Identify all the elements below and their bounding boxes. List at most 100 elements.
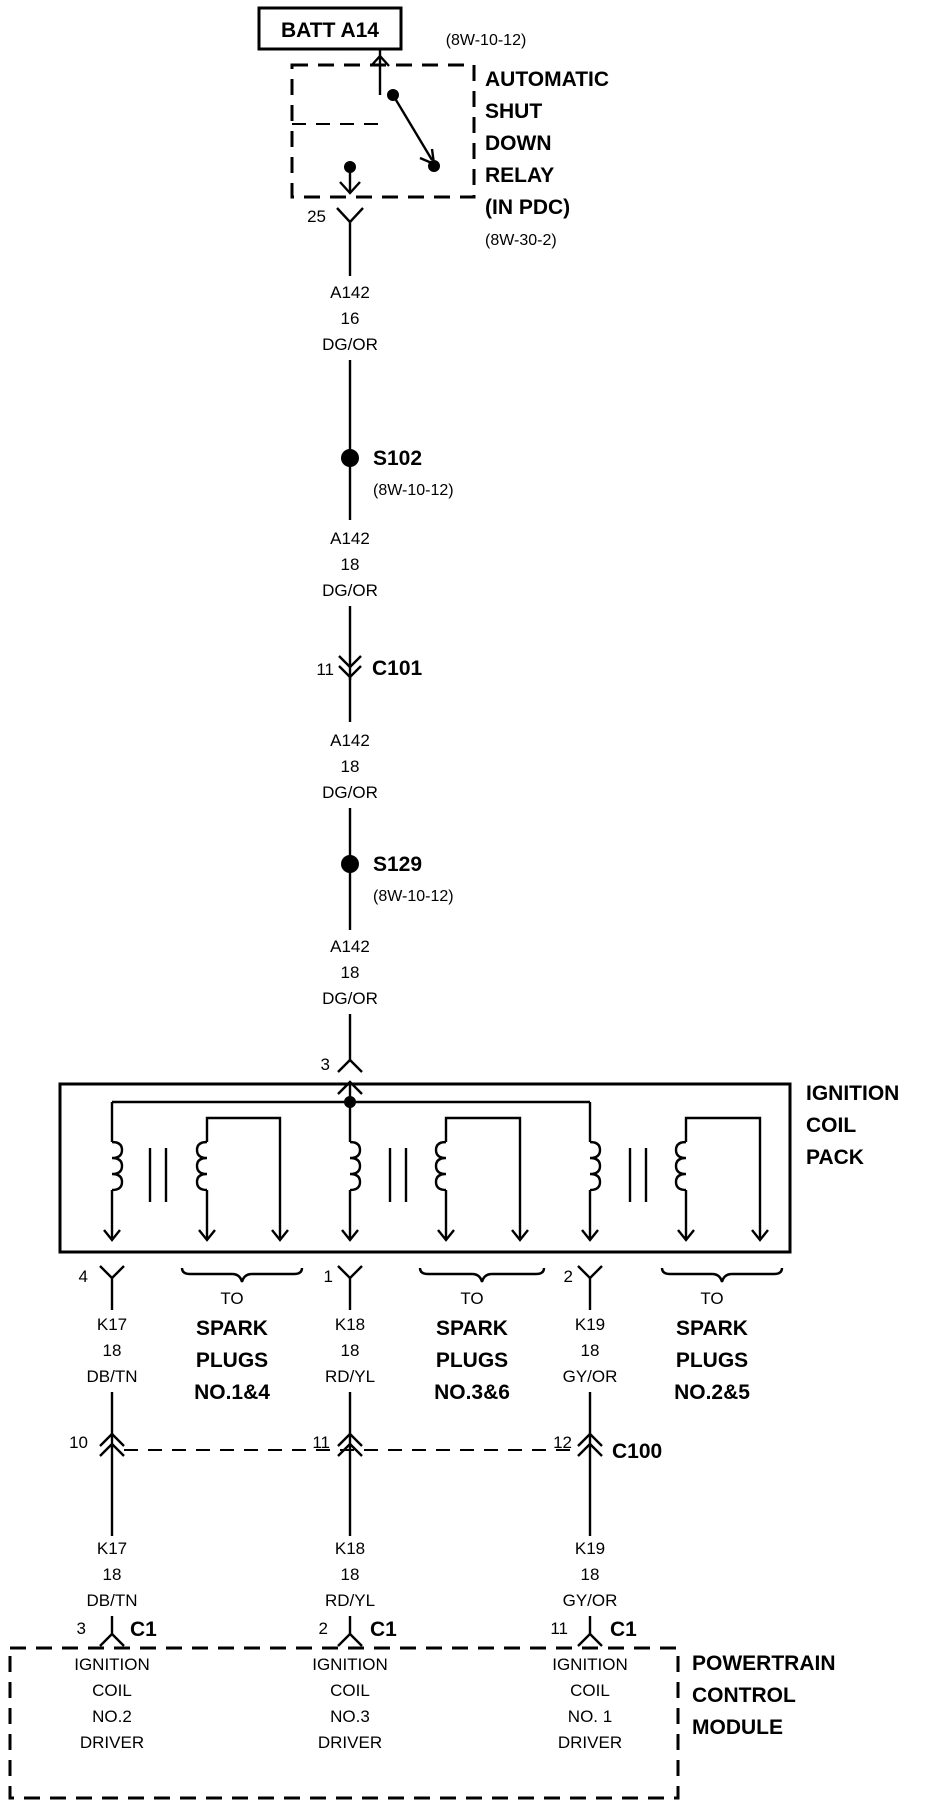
out1-pin: 4 (79, 1267, 88, 1286)
seg1-gauge: 16 (341, 309, 360, 328)
wire-label-seg4: A142 18 DG/OR (322, 937, 378, 1008)
secondary-coil-1 (195, 1140, 208, 1192)
c1-pin-11: 11 (550, 1619, 568, 1638)
out3-circuit: K19 (575, 1315, 605, 1334)
spark2-line3: NO.3&6 (434, 1381, 510, 1404)
pcm-label: POWERTRAIN CONTROL MODULE (692, 1652, 836, 1739)
output-column-3: 2 K19 18 GY/OR 12 C100 K19 18 GY/OR 11 C… (550, 1265, 662, 1647)
c100-label: C100 (612, 1440, 662, 1463)
out3-gauge: 18 (581, 1341, 600, 1360)
seg4-circuit: A142 (330, 937, 370, 956)
relay-switch-arm (391, 94, 434, 161)
out2-pin: 1 (324, 1267, 333, 1286)
driver3-line2: COIL (570, 1681, 610, 1700)
secondary-1-loop (205, 1116, 282, 1238)
secondary-2-arrow-b (511, 1229, 529, 1242)
c-pin25-connector (336, 207, 364, 224)
out2-gauge-2: 18 (341, 1565, 360, 1584)
out1-gauge: 18 (103, 1341, 122, 1360)
c100-pin12-upper (577, 1432, 603, 1447)
spark-plugs-group-3: TO SPARK PLUGS NO.2&5 (660, 1267, 784, 1404)
spark1-to: TO (220, 1289, 243, 1308)
driver3-line3: NO. 1 (568, 1707, 612, 1726)
secondary-2-arrow-a (437, 1229, 455, 1242)
out1-color-2: DB/TN (87, 1591, 138, 1610)
driver1-line3: NO.2 (92, 1707, 132, 1726)
output-column-2: 1 K18 18 RD/YL 11 K18 18 RD/YL 2 C1 (312, 1265, 397, 1647)
out2-color-2: RD/YL (325, 1591, 375, 1610)
spark2-line1: SPARK (436, 1317, 508, 1340)
asd-line-4: RELAY (485, 164, 554, 187)
spark3-line3: NO.2&5 (674, 1381, 750, 1404)
driver3-line4: DRIVER (558, 1733, 622, 1752)
wire-label-seg2: A142 18 DG/OR (322, 529, 378, 600)
pcm-line-3: MODULE (692, 1716, 783, 1739)
secondary-coil-2 (434, 1140, 447, 1192)
batt-ref: (8W-10-12) (446, 32, 527, 49)
driver-3-label: IGNITION COIL NO. 1 DRIVER (552, 1655, 628, 1752)
output-column-1: 4 K17 18 DB/TN 10 K17 18 DB/TN 3 C1 (69, 1265, 157, 1647)
out2-circuit-2: K18 (335, 1539, 365, 1558)
spark-brace-3 (660, 1267, 784, 1283)
asd-relay-label: AUTOMATIC SHUT DOWN RELAY (IN PDC) (8W-3… (485, 68, 609, 249)
seg3-gauge: 18 (341, 757, 360, 776)
driver2-line3: NO.3 (330, 1707, 370, 1726)
c100-pin-10: 10 (69, 1433, 88, 1452)
secondary-3-arrow-b (751, 1229, 769, 1242)
secondary-coil-3 (674, 1140, 687, 1192)
seg1-circuit: A142 (330, 283, 370, 302)
out2-connector (337, 1265, 363, 1280)
spark-plugs-group-2: TO SPARK PLUGS NO.3&6 (418, 1267, 546, 1404)
asd-line-2: SHUT (485, 100, 542, 123)
spark3-line1: SPARK (676, 1317, 748, 1340)
driver-2-label: IGNITION COIL NO.3 DRIVER (312, 1655, 388, 1752)
relay-contact-dot (428, 160, 440, 172)
c100-pin-12: 12 (553, 1433, 572, 1452)
c100-pin10-lower (99, 1442, 125, 1457)
asd-line-5: (IN PDC) (485, 196, 570, 219)
s102-ref: (8W-10-12) (373, 482, 454, 499)
out3-circuit-2: K19 (575, 1539, 605, 1558)
wire-label-seg1: A142 16 DG/OR (322, 283, 378, 354)
c101-connector-upper (338, 655, 362, 669)
seg2-color: DG/OR (322, 581, 378, 600)
out3-color-2: GY/OR (563, 1591, 618, 1610)
spark3-line2: PLUGS (676, 1349, 748, 1372)
out2-circuit: K18 (335, 1315, 365, 1334)
c1-pin-2: 2 (319, 1619, 328, 1638)
driver1-line1: IGNITION (74, 1655, 150, 1674)
relay-output-arrow (339, 181, 361, 195)
seg4-color: DG/OR (322, 989, 378, 1008)
c100-pin10-upper (99, 1432, 125, 1447)
primary-coil-2 (349, 1140, 362, 1192)
out3-gauge-2: 18 (581, 1565, 600, 1584)
spark3-to: TO (700, 1289, 723, 1308)
c100-pin11-upper (337, 1432, 363, 1447)
relay-contact-arrow (370, 54, 390, 67)
pcm-line-1: POWERTRAIN (692, 1652, 836, 1675)
spark1-line1: SPARK (196, 1317, 268, 1340)
spark2-to: TO (460, 1289, 483, 1308)
spark2-line2: PLUGS (436, 1349, 508, 1372)
coil-pack-line-2: COIL (806, 1114, 856, 1137)
c1-label-2: C1 (370, 1618, 397, 1641)
driver2-line1: IGNITION (312, 1655, 388, 1674)
out2-gauge: 18 (341, 1341, 360, 1360)
c1-label-1: C1 (130, 1618, 157, 1641)
ignition-coil-pack-box (58, 1082, 792, 1254)
coil-pack-line-1: IGNITION (806, 1082, 899, 1105)
out1-connector (99, 1265, 125, 1280)
coil-pack-label: IGNITION COIL PACK (806, 1082, 899, 1169)
driver2-line4: DRIVER (318, 1733, 382, 1752)
out3-color: GY/OR (563, 1367, 618, 1386)
c100-pin12-lower (577, 1442, 603, 1457)
spark1-line3: NO.1&4 (194, 1381, 270, 1404)
primary-1-arrow (103, 1229, 121, 1242)
driver1-line2: COIL (92, 1681, 132, 1700)
spark1-line2: PLUGS (196, 1349, 268, 1372)
out3-pin: 2 (564, 1267, 573, 1286)
secondary-1-arrow-a (198, 1229, 216, 1242)
seg3-color: DG/OR (322, 783, 378, 802)
coil-unit-3 (581, 1102, 769, 1242)
